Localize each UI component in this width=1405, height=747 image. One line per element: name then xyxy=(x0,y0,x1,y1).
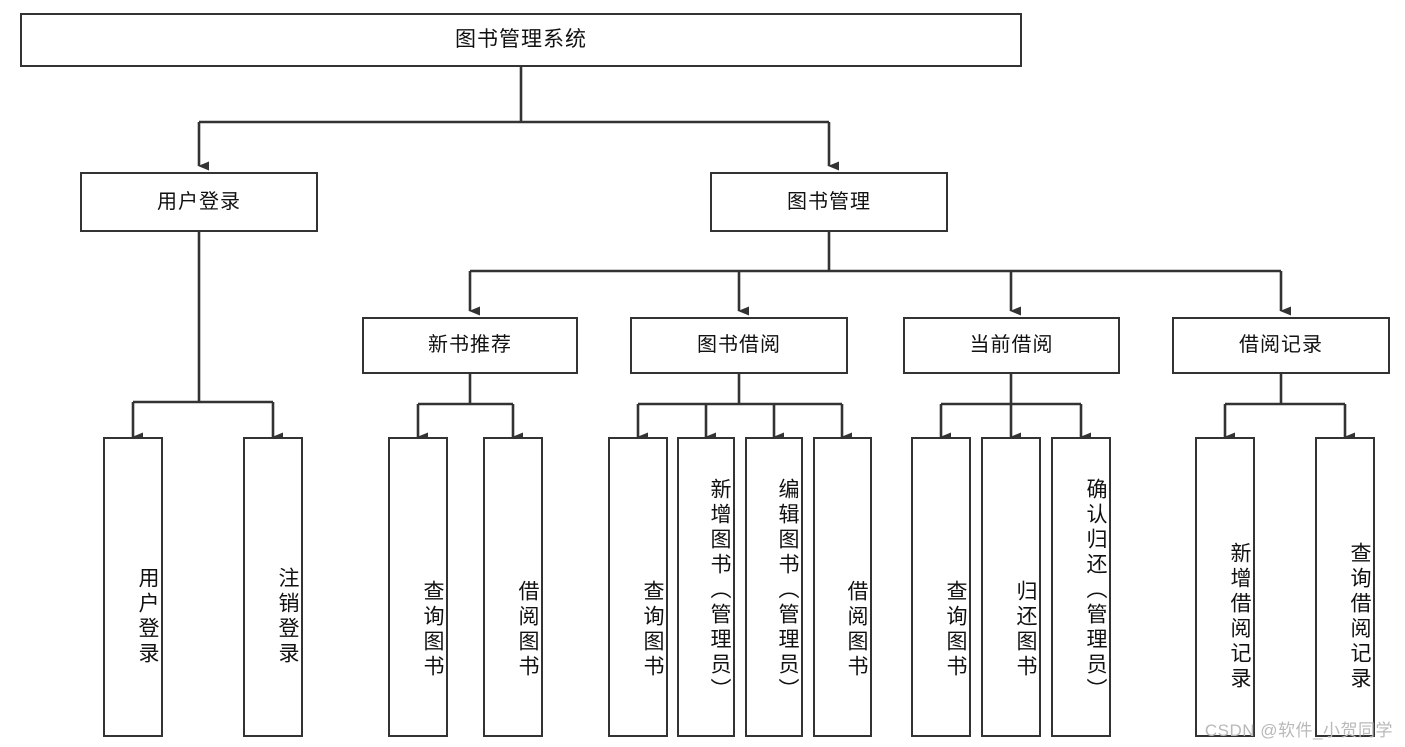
leaf-query-book-new-recommend[interactable]: 查询图书 xyxy=(388,437,448,737)
node-book-borrow[interactable]: 图书借阅 xyxy=(630,317,848,374)
leaf-borrow-book-new-recommend[interactable]: 借阅图书 xyxy=(483,437,543,737)
leaf-query-borrow-record[interactable]: 查询借阅记录 xyxy=(1315,437,1375,737)
leaf-return-book[interactable]: 归还图书 xyxy=(981,437,1041,737)
leaf-query-book-borrow[interactable]: 查询图书 xyxy=(608,437,668,737)
leaf-add-borrow-record[interactable]: 新增借阅记录 xyxy=(1195,437,1255,737)
leaf-logout-login[interactable]: 注销登录 xyxy=(243,437,303,737)
leaf-edit-book-admin[interactable]: 编辑图书（管理员） xyxy=(745,437,803,737)
leaf-user-login[interactable]: 用户登录 xyxy=(103,437,163,737)
leaf-borrow-book-borrow[interactable]: 借阅图书 xyxy=(813,437,872,737)
leaf-add-book-admin[interactable]: 新增图书（管理员） xyxy=(677,437,735,737)
node-root-book-management-system[interactable]: 图书管理系统 xyxy=(20,13,1022,67)
csdn-watermark: CSDN @软件_小贺同学 xyxy=(1204,721,1393,740)
leaf-query-book-current-borrow[interactable]: 查询图书 xyxy=(911,437,971,737)
node-user-login[interactable]: 用户登录 xyxy=(80,172,318,232)
node-current-borrow[interactable]: 当前借阅 xyxy=(903,317,1120,374)
leaf-confirm-return-admin[interactable]: 确认归还（管理员） xyxy=(1051,437,1111,737)
node-borrow-record[interactable]: 借阅记录 xyxy=(1172,317,1390,374)
node-book-management[interactable]: 图书管理 xyxy=(710,172,948,232)
node-new-book-recommend[interactable]: 新书推荐 xyxy=(362,317,578,374)
